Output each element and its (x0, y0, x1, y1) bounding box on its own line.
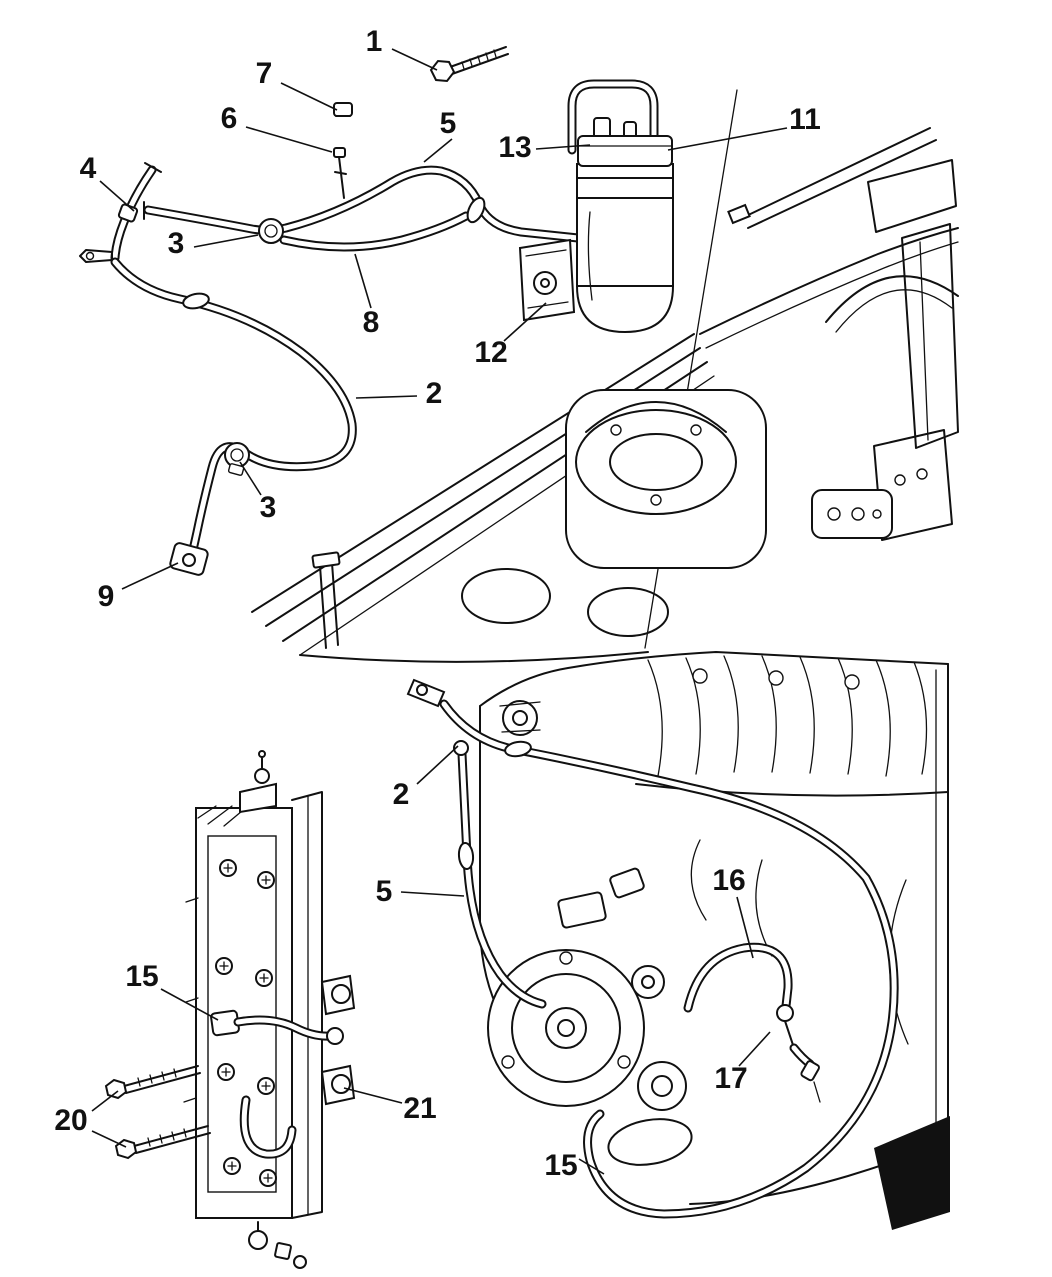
leader-callout-16 (736, 896, 754, 959)
oil-cooler (104, 750, 356, 1269)
leader-callout-12 (503, 302, 547, 342)
callout-4: 4 (79, 152, 97, 185)
suction-hose-assembly (143, 165, 583, 252)
leader-callout-5-bottom (400, 891, 465, 897)
callout-3-lower: 3 (259, 491, 277, 524)
leader-callout-3-upper (193, 234, 259, 248)
callout-16: 16 (712, 864, 746, 897)
leader-callout-20-a (91, 1090, 119, 1112)
leader-lines (91, 48, 788, 1175)
leader-callout-15-right (578, 1158, 605, 1175)
callout-15-left: 15 (125, 960, 159, 993)
engine-bay-art (251, 89, 959, 663)
valve-cap-icon (333, 102, 353, 117)
engine-assembly (479, 651, 950, 1230)
leader-callout-15-left (160, 988, 219, 1021)
leader-callout-21 (343, 1087, 403, 1104)
callout-5-bottom: 5 (375, 875, 393, 908)
leader-callout-3-lower (239, 461, 262, 496)
leader-callout-13 (535, 144, 591, 150)
callout-8: 8 (362, 306, 380, 339)
ac-lines-bottom (406, 678, 899, 1219)
leader-callout-11 (667, 127, 788, 151)
callout-20: 20 (54, 1104, 88, 1137)
callout-15-right: 15 (544, 1149, 578, 1182)
charge-valve-icon (333, 147, 347, 199)
leader-callout-17 (738, 1031, 771, 1067)
callout-1: 1 (365, 25, 383, 58)
leader-callout-2-top (355, 395, 418, 399)
callout-6: 6 (220, 102, 238, 135)
leader-callout-5-top (423, 138, 453, 163)
callout-12: 12 (474, 336, 508, 369)
callout-21: 21 (403, 1092, 437, 1125)
callout-13: 13 (498, 131, 532, 164)
callout-2-bottom: 2 (392, 778, 410, 811)
callout-3-upper: 3 (167, 227, 185, 260)
leader-callout-8 (354, 253, 372, 309)
leader-callout-2-bottom (416, 745, 459, 785)
callout-11: 11 (789, 103, 821, 136)
leader-callout-7 (280, 82, 338, 111)
callout-9: 9 (97, 580, 115, 613)
leader-callout-20-b (91, 1130, 127, 1148)
bolt-icon (429, 46, 509, 83)
callout-5-top: 5 (439, 107, 457, 140)
leader-callout-6 (245, 126, 333, 153)
leader-callout-9 (121, 562, 179, 590)
leader-callout-4 (99, 180, 135, 212)
callout-2-top: 2 (425, 377, 443, 410)
liquid-line (110, 257, 357, 576)
accumulator-drier (518, 79, 675, 334)
leader-callout-1 (391, 48, 438, 71)
callout-7: 7 (255, 57, 273, 90)
callout-17: 17 (714, 1062, 748, 1095)
